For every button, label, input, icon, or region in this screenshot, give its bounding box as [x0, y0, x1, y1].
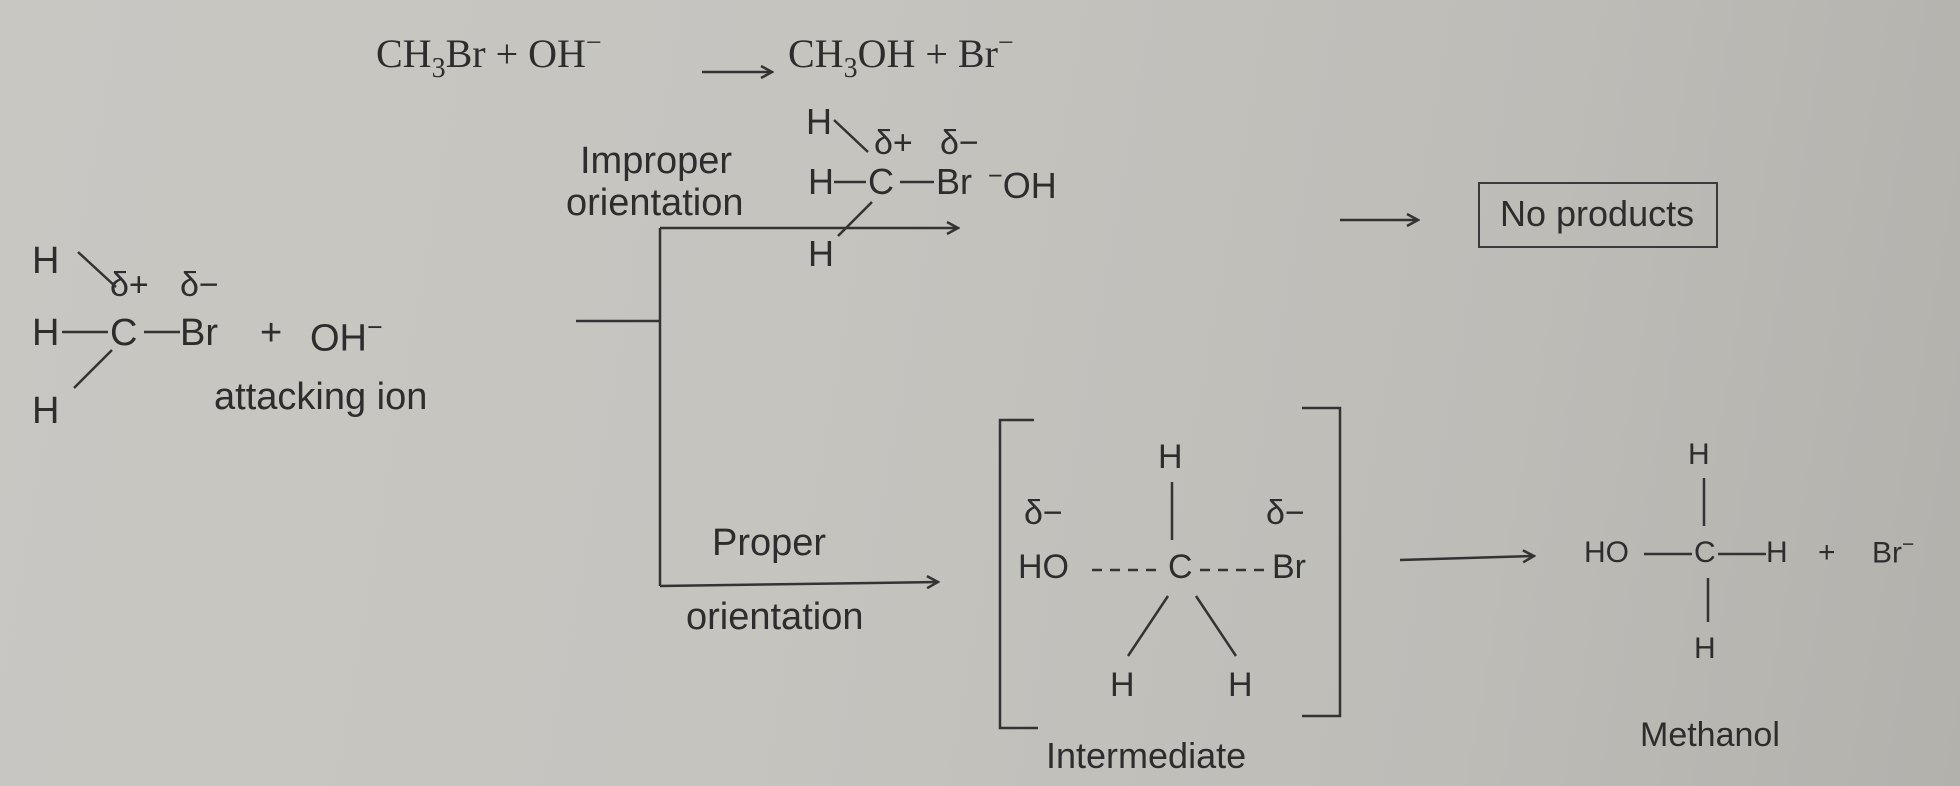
no-products-label: No products: [1500, 193, 1695, 234]
right-bracket: [1302, 406, 1342, 718]
intermediate-carbon: C: [1168, 548, 1193, 586]
reactant-plus: +: [260, 312, 283, 354]
plus-sign: +: [925, 31, 948, 77]
bond-h-top: [77, 251, 117, 288]
bond-h-bottom: [73, 349, 113, 389]
intermediate-delta-left: δ−: [1024, 494, 1063, 532]
methanol-caption: Methanol: [1640, 716, 1780, 754]
intermediate-caption: Intermediate: [1046, 735, 1247, 776]
proper-arrow-icon: [659, 582, 938, 586]
improper-carbon: C: [868, 161, 894, 202]
reactant-hydroxide: OH−: [310, 312, 383, 360]
overall-equation: CH3Br + OH−: [376, 30, 602, 83]
reactant-h-bottom: H: [32, 390, 60, 432]
proper-label: Proper: [712, 522, 827, 564]
improper-bromine: Br: [936, 161, 972, 202]
improper-h-bottom: H: [808, 233, 834, 274]
reactant-h-top: H: [32, 240, 60, 282]
no-products-box: [1478, 182, 1718, 248]
improper-delta-plus: δ+: [874, 124, 913, 162]
equation-reactant-oh: OH−: [528, 28, 602, 77]
methanol-bromide: Br−: [1872, 533, 1915, 570]
methanol-plus: +: [1818, 536, 1836, 569]
intermediate-delta-right: δ−: [1266, 494, 1305, 532]
reactant-delta-plus: δ+: [110, 266, 149, 304]
product-arrow-icon: [1399, 556, 1534, 560]
improper-orientation-label: orientation: [566, 182, 744, 224]
intermediate-ho: HO: [1018, 548, 1069, 586]
intermediate-h-bottom-left: H: [1110, 666, 1135, 704]
intermediate-bromine: Br: [1272, 548, 1306, 586]
improper-bond-h-bottom: [837, 201, 873, 237]
intermediate-bond-h-left: [1126, 595, 1170, 657]
methanol-h-bottom: H: [1694, 632, 1716, 665]
reactant-carbon: C: [110, 312, 138, 354]
methanol-ho: HO: [1584, 536, 1629, 569]
improper-h-left: H: [808, 161, 834, 202]
improper-delta-minus: δ−: [940, 124, 979, 162]
reactant-bromine: Br: [180, 312, 218, 354]
methanol-h-top: H: [1688, 438, 1710, 471]
improper-bond-h-top: [833, 119, 869, 153]
methanol-h-right: H: [1766, 536, 1788, 569]
improper-label: Improper: [580, 140, 733, 182]
equation-products: CH3OH + Br−: [788, 30, 1014, 83]
improper-h-top: H: [806, 101, 832, 142]
equation-product-br: Br−: [957, 28, 1014, 77]
methanol-carbon: C: [1694, 536, 1716, 569]
intermediate-bond-h-right: [1194, 595, 1238, 657]
intermediate-h-bottom-right: H: [1228, 666, 1253, 704]
equation-reactant-ch3br: CH3Br: [376, 31, 486, 85]
reactant-delta-minus: δ−: [180, 266, 219, 304]
proper-orientation-label: orientation: [686, 596, 864, 638]
plus-sign: +: [495, 31, 519, 77]
intermediate-h-top: H: [1158, 438, 1183, 476]
left-bracket: [998, 418, 1038, 730]
equation-product-ch3oh: CH3OH: [788, 31, 916, 85]
attacking-ion-label: attacking ion: [214, 376, 428, 418]
improper-hydroxide: −OH: [988, 162, 1057, 206]
reactant-h-left: H: [32, 312, 60, 354]
